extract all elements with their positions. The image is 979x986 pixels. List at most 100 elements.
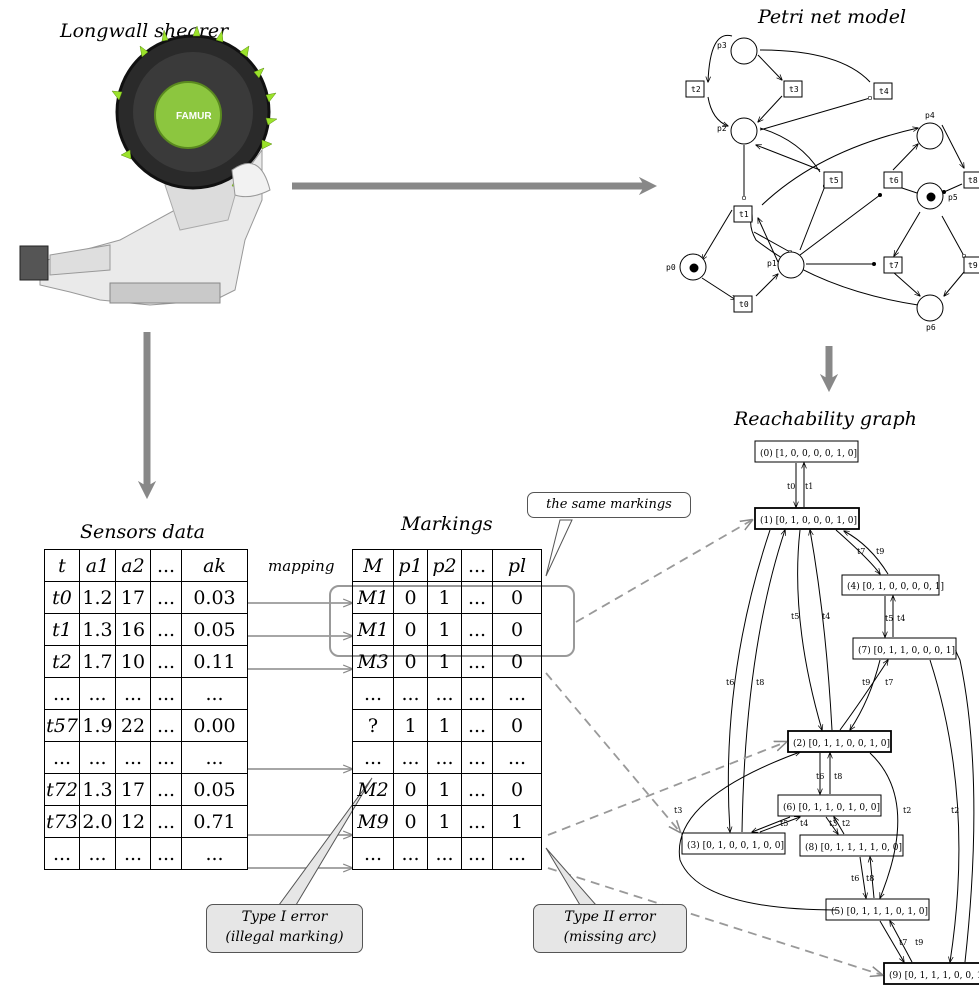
- transition-label-t9: t9: [968, 261, 978, 270]
- sensors-row: ...............: [44, 741, 248, 774]
- markings-cell: M2: [352, 773, 394, 806]
- sensors-cell: 10: [115, 645, 151, 678]
- sensors-cell: ...: [115, 677, 151, 710]
- markings-header: pl: [492, 549, 542, 582]
- sensors-cell: ...: [150, 773, 182, 806]
- markings-cell: 0: [492, 613, 542, 646]
- place-label-p0: p0: [666, 263, 676, 272]
- edge-label: t1: [805, 482, 813, 491]
- transition-label-t1: t1: [739, 210, 749, 219]
- markings-cell: ...: [393, 837, 428, 870]
- sensors-header: a2: [115, 549, 151, 582]
- markings-cell: ...: [461, 677, 493, 710]
- reach-node-4: (4) [0, 1, 0, 0, 0, 0, 1]: [847, 581, 944, 592]
- sensors-cell: 1.3: [79, 613, 116, 646]
- sensors-cell: 2.0: [79, 805, 116, 838]
- reach-node-5: (5) [0, 1, 1, 1, 0, 1, 0]: [831, 906, 928, 917]
- sensors-header: ...: [150, 549, 182, 582]
- edge-label: t6: [816, 772, 824, 781]
- markings-cell: 1: [427, 581, 462, 614]
- edge-label: t0: [787, 482, 795, 491]
- mapping-arrows: [248, 603, 352, 868]
- markings-cell: ...: [461, 741, 493, 774]
- markings-row: ...............: [352, 677, 542, 710]
- transition-label-t4: t4: [879, 87, 889, 96]
- markings-cell: 0: [492, 709, 542, 742]
- markings-cell: M3: [352, 645, 394, 678]
- sensors-cell: ...: [150, 709, 182, 742]
- type1-error-title: Type I error: [241, 909, 328, 925]
- markings-cell: 0: [393, 773, 428, 806]
- reach-node-1: (1) [0, 1, 0, 0, 0, 1, 0]: [760, 515, 857, 526]
- sensors-cell: ...: [115, 837, 151, 870]
- type1-error-subtitle: (illegal marking): [225, 929, 344, 945]
- edge-label: t9: [915, 938, 923, 947]
- petri-net-title: Petri net model: [758, 6, 907, 28]
- edge-label: t5: [791, 612, 799, 621]
- markings-cell: 0: [492, 581, 542, 614]
- callout-pointer-type2: [545, 847, 598, 906]
- markings-title: Markings: [401, 513, 493, 535]
- reach-node-6: (6) [0, 1, 1, 0, 1, 0, 0]: [783, 802, 880, 813]
- reachability-nodes: (0) [1, 0, 0, 0, 0, 1, 0] (1) [0, 1, 0, …: [687, 448, 979, 981]
- transition-label-t7: t7: [889, 261, 899, 270]
- edge-label: t9: [876, 547, 884, 556]
- type2-error-callout: Type II error (missing arc): [533, 904, 687, 953]
- sensors-cell: ...: [181, 837, 248, 870]
- sensors-cell: 17: [115, 773, 151, 806]
- sensors-cell: ...: [181, 741, 248, 774]
- markings-cell: 1: [427, 645, 462, 678]
- sensors-cell: 12: [115, 805, 151, 838]
- sensors-cell: 1.2: [79, 581, 116, 614]
- dashed-links: [545, 520, 882, 975]
- markings-cell: 1: [393, 709, 428, 742]
- markings-cell: ...: [427, 837, 462, 870]
- reach-node-2: (2) [0, 1, 1, 0, 0, 1, 0]: [793, 738, 890, 749]
- edge-label: t2: [951, 806, 959, 815]
- edge-label: t8: [834, 772, 842, 781]
- sensors-cell: ...: [44, 837, 80, 870]
- edge-label: t7: [899, 938, 907, 947]
- sensors-cell: t1: [44, 613, 80, 646]
- place-label-p4: p4: [925, 111, 935, 120]
- sensors-row: ...............: [44, 677, 248, 710]
- sensors-header-row: t a1 a2 ... ak: [44, 549, 248, 582]
- markings-cell: 0: [393, 581, 428, 614]
- sensors-cell: ...: [79, 837, 116, 870]
- markings-cell: 0: [393, 645, 428, 678]
- type2-error-title: Type II error: [564, 909, 656, 925]
- edge-label: t8: [866, 874, 874, 883]
- edge-label: t8: [756, 678, 764, 687]
- sensors-cell: ...: [150, 581, 182, 614]
- markings-cell: ...: [492, 741, 542, 774]
- reach-node-7: (7) [0, 1, 1, 0, 0, 0, 1]: [858, 645, 955, 656]
- transition-label-t5: t5: [829, 176, 839, 185]
- markings-cell: ...: [492, 677, 542, 710]
- place-label-p2: p2: [717, 124, 727, 133]
- sensors-cell: ...: [79, 741, 116, 774]
- sensors-cell: ...: [150, 805, 182, 838]
- place-label-p5: p5: [948, 193, 958, 202]
- sensors-cell: ...: [150, 645, 182, 678]
- petri-labels: p3 p2 p4 p5 p0 p1 p6 t0 t1 t2 t3 t4 t5 t…: [666, 41, 978, 332]
- edge-label: t7: [857, 547, 865, 556]
- same-markings-callout: the same markings: [527, 492, 691, 518]
- sensors-cell: 17: [115, 581, 151, 614]
- markings-cell: ...: [352, 837, 394, 870]
- markings-cell: ...: [461, 709, 493, 742]
- markings-cell: ...: [492, 837, 542, 870]
- markings-cell: ...: [352, 741, 394, 774]
- mapping-label: mapping: [268, 557, 335, 575]
- markings-row: ...............: [352, 741, 542, 774]
- place-label-p6: p6: [926, 323, 936, 332]
- type1-error-callout: Type I error (illegal marking): [206, 904, 363, 953]
- sensors-cell: ...: [150, 741, 182, 774]
- type2-error-subtitle: (missing arc): [563, 929, 657, 945]
- markings-header: M: [352, 549, 394, 582]
